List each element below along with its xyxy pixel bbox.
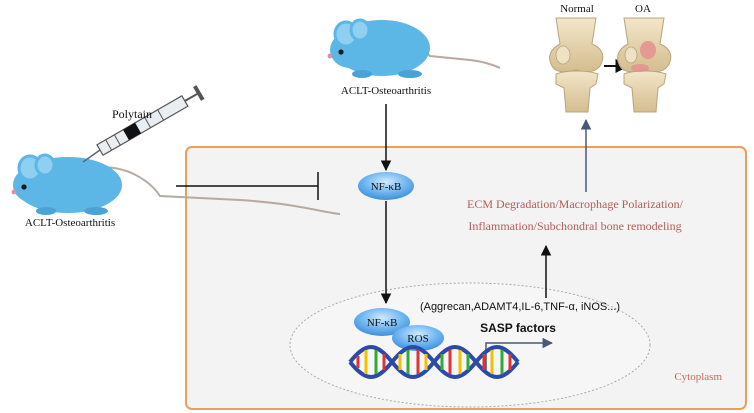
- cytoplasm-label: Cytoplasm: [674, 371, 722, 383]
- mouse-top-icon: [327, 18, 501, 78]
- nfkb-nucleus-node: [354, 308, 410, 336]
- outcome-line-1: ECM Degradation/Macrophage Polarization/: [467, 197, 684, 211]
- ros-label: ROS: [407, 333, 428, 345]
- gene-list-label: (Aggrecan,ADAMT4,IL-6,TNF-α, iNOS...): [420, 301, 620, 313]
- mouse-top-label: ACLT-Osteoarthritis: [341, 85, 431, 97]
- sasp-arrow: [485, 337, 554, 370]
- nfkb-cytoplasm-label: NF-κB: [371, 181, 402, 193]
- ros-node: [392, 325, 444, 351]
- knee-oa-label: OA: [635, 3, 651, 15]
- outcome-line-2: Inflammation/Subchondral bone remodeling: [468, 219, 681, 233]
- mouse-left-label: ACLT-Osteoarthritis: [25, 217, 115, 229]
- nfkb-nucleus-label: NF-κB: [367, 317, 398, 329]
- nfkb-cytoplasm-node: [358, 172, 414, 200]
- dna-helix-icon: [348, 345, 520, 379]
- knee-normal-icon: [549, 17, 604, 113]
- syringe-icon: [82, 85, 205, 163]
- knee-oa-icon: [617, 17, 672, 113]
- mouse-left-icon: [11, 153, 341, 215]
- sasp-label: SASP factors: [480, 321, 556, 335]
- drug-label: Polytain: [112, 107, 152, 121]
- knee-normal-label: Normal: [560, 3, 594, 15]
